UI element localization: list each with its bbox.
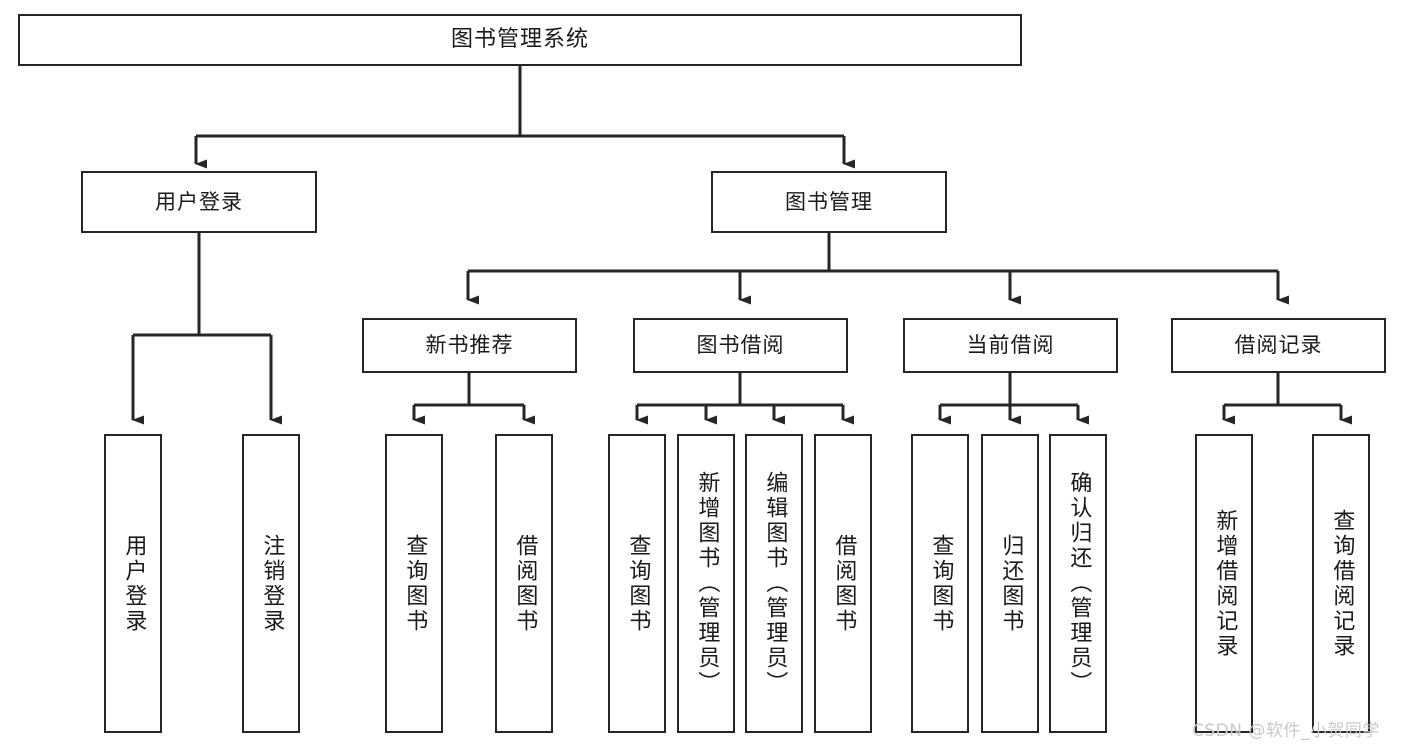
leaf-new-book-borrow-book[interactable]: 借阅图书 [495, 434, 553, 733]
leaf-record-query-borrow-record[interactable]: 查询借阅记录 [1312, 434, 1370, 733]
node-label: 查询图书 [625, 533, 651, 634]
node-label: 用户登录 [155, 189, 243, 214]
node-label: 图书管理系统 [450, 27, 589, 53]
leaf-new-book-query-book[interactable]: 查询图书 [385, 434, 443, 733]
node-label: 编辑图书（管理员） [762, 471, 788, 696]
leaf-current-return-book[interactable]: 归还图书 [981, 434, 1039, 733]
node-label: 借阅图书 [512, 533, 538, 634]
node-label: 借阅记录 [1234, 333, 1323, 358]
node-current-borrow[interactable]: 当前借阅 [903, 318, 1118, 373]
leaf-borrow-query-book[interactable]: 查询图书 [608, 434, 666, 733]
node-label: 确认归还（管理员） [1066, 471, 1092, 696]
leaf-borrow-edit-book-admin[interactable]: 编辑图书（管理员） [745, 434, 803, 733]
node-label: 图书管理 [785, 189, 873, 214]
node-label: 用户登录 [121, 533, 147, 634]
node-label: 新增图书（管理员） [694, 471, 720, 696]
node-label: 图书借阅 [696, 333, 785, 358]
node-root-book-management-system[interactable]: 图书管理系统 [18, 14, 1022, 66]
leaf-user-login-login[interactable]: 用户登录 [104, 434, 162, 733]
node-label: 注销登录 [259, 533, 285, 634]
node-label: 借阅图书 [831, 533, 857, 634]
leaf-current-query-book[interactable]: 查询图书 [911, 434, 969, 733]
leaf-current-confirm-return-admin[interactable]: 确认归还（管理员） [1049, 434, 1107, 733]
node-label: 查询图书 [402, 533, 428, 634]
node-user-login[interactable]: 用户登录 [81, 171, 317, 233]
node-label: 归还图书 [998, 533, 1024, 634]
node-label: 当前借阅 [966, 333, 1055, 358]
node-label: 查询图书 [928, 533, 954, 634]
csdn-watermark: CSDN @软件_小贺同学 [1192, 721, 1380, 741]
node-label: 新书推荐 [425, 333, 514, 358]
leaf-user-login-logout[interactable]: 注销登录 [242, 434, 300, 733]
node-book-management[interactable]: 图书管理 [711, 171, 947, 233]
node-label: 查询借阅记录 [1329, 508, 1355, 659]
leaf-borrow-add-book-admin[interactable]: 新增图书（管理员） [677, 434, 735, 733]
node-new-book-recommend[interactable]: 新书推荐 [362, 318, 577, 373]
node-label: 新增借阅记录 [1212, 508, 1238, 659]
leaf-borrow-borrow-book[interactable]: 借阅图书 [814, 434, 872, 733]
node-borrow-record[interactable]: 借阅记录 [1171, 318, 1386, 373]
leaf-record-add-borrow-record[interactable]: 新增借阅记录 [1195, 434, 1253, 733]
node-book-borrow[interactable]: 图书借阅 [633, 318, 848, 373]
